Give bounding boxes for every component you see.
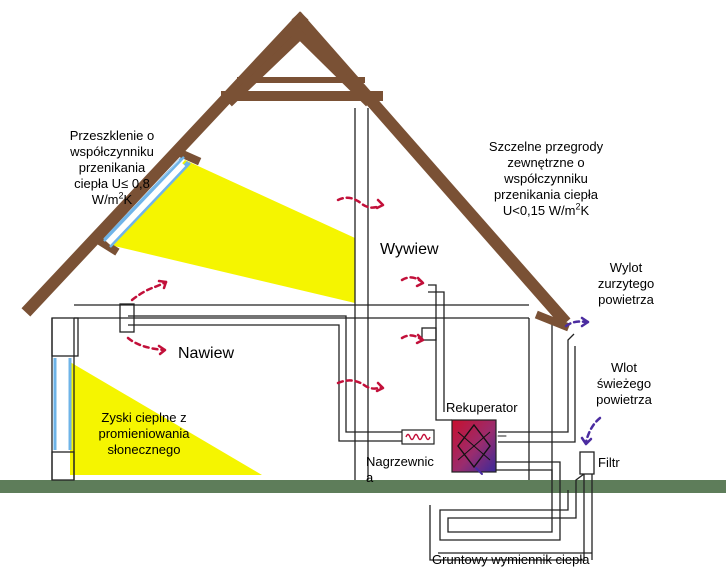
heater-label: Nagrzewnic a (366, 454, 434, 486)
roof-structure (21, 11, 571, 332)
glazing-label-line4: ciepła U≤ 0,8 (32, 176, 192, 192)
sunlight-beam-lower (70, 362, 262, 475)
outlet-label-line1: Wylot (609, 260, 643, 275)
rafter-glass-gap (104, 159, 186, 247)
sunlight-beam-upper (110, 160, 355, 303)
inlet-label-line1: Wlot (611, 360, 637, 375)
glazing-label-line2: współczynniku (70, 144, 154, 159)
inlet-label: Wlot świeżego powietrza (584, 360, 664, 408)
supply-label: Nawiew (178, 345, 235, 362)
glazing-label-line3: przenikania (78, 160, 146, 175)
walls-label-line1: Szczelne przegrody (488, 139, 604, 154)
glazing-label-line1: Przeszklenie o (69, 128, 155, 143)
walls-label-line3: współczynniku (504, 171, 588, 186)
outlet-label-line2: zurzytego (597, 276, 655, 291)
inlet-label-line3: powietrza (596, 392, 652, 407)
glass-pane-a (103, 156, 185, 242)
solar-label-line1: Zyski cieplne z (101, 410, 187, 425)
inlet-label-line2: świeżego (596, 376, 652, 391)
walls-unit-exp: 2 (575, 201, 581, 212)
house-walls (51, 108, 553, 481)
walls-unit-pre: U<0,15 W/m (502, 203, 576, 218)
glazing-label-value: 0,8 (131, 176, 150, 191)
heater-element (401, 429, 435, 445)
heater-label-line2: a (366, 470, 374, 485)
exhaust-label: Wywiew (380, 241, 439, 258)
glazing-unit-exp: 2 (118, 190, 124, 201)
glazing-label-symbol: ≤ (121, 176, 129, 191)
solar-label-line2: promieniowania (98, 426, 190, 441)
glazing-label-unit: W/m2K (32, 190, 192, 208)
air-flow-arrows (126, 196, 602, 475)
walls-unit-post: K (580, 203, 590, 218)
wall-glazing (53, 358, 72, 450)
ground-exchanger-label: Gruntowy wymiennik ciepła (432, 552, 590, 567)
recuperator-unit (451, 419, 497, 473)
walls-label: Szczelne przegrody zewnętrzne o współczy… (466, 139, 626, 219)
glass-pane-b (109, 162, 191, 248)
walls-label-line4: przenikania ciepła (493, 187, 599, 202)
glazing-label: Przeszklenie o współczynniku przenikania… (32, 128, 192, 208)
filter-label: Filtr (598, 455, 620, 470)
recuperator-label: Rekuperator (446, 400, 518, 415)
walls-label-line5: U<0,15 W/m2K (466, 201, 626, 219)
outlet-label: Wylot zurzytego powietrza (586, 260, 666, 308)
glazing-unit-pre: W/m (91, 192, 119, 207)
walls-label-line2: zewnętrzne o (507, 155, 585, 170)
ground-line (0, 480, 726, 493)
solar-gains-label: Zyski cieplne z promieniowania słoneczne… (74, 410, 214, 458)
solar-label-line3: słonecznego (107, 442, 181, 457)
filter-unit (579, 451, 595, 475)
glazing-unit-post: K (123, 192, 133, 207)
outlet-label-line3: powietrza (598, 292, 654, 307)
glazing-label-u: ciepła U (74, 176, 122, 191)
heater-label-line1: Nagrzewnic (366, 454, 434, 469)
